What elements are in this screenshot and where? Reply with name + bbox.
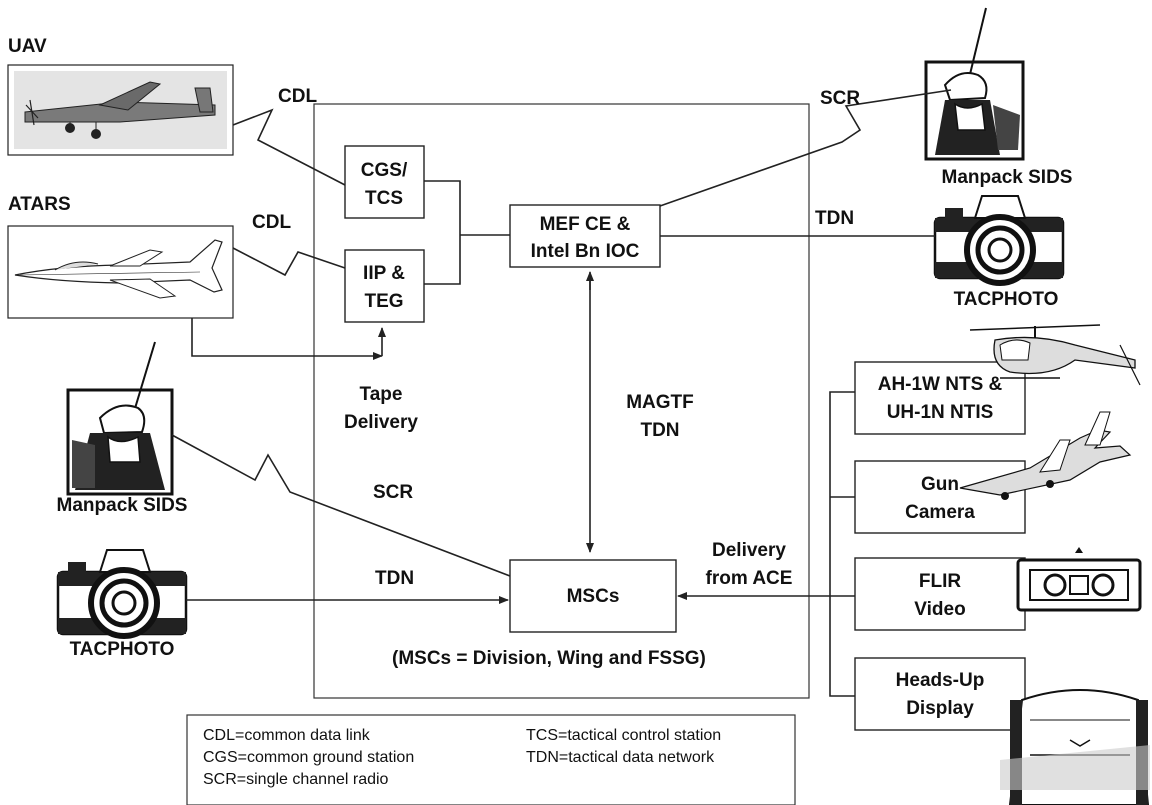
legend-scr: SCR=single channel radio	[203, 771, 389, 788]
tdn-left-label: TDN	[375, 568, 414, 589]
flir-line1: FLIR	[919, 571, 961, 592]
atars-cdl-link	[232, 247, 346, 277]
camera-icon	[933, 195, 1065, 286]
heads-up-display-box: Heads-Up Display	[854, 657, 1026, 731]
scr-left-link	[171, 434, 511, 577]
soldier-figure-icon	[72, 341, 165, 490]
cgs-line2: TCS	[365, 188, 403, 209]
ah1w-line1: AH-1W NTS &	[878, 374, 1003, 395]
legend-cdl: CDL=common data link	[203, 727, 371, 744]
scr-left-label: SCR	[373, 482, 413, 503]
connectors	[171, 89, 952, 697]
videotape-icon	[1016, 547, 1142, 612]
magtf-label-1: MAGTF	[626, 392, 694, 413]
mscs-note: (MSCs = Division, Wing and FSSG)	[392, 648, 706, 669]
ah1w-line2: UH-1N NTIS	[887, 402, 994, 423]
ace-bracket	[829, 391, 855, 697]
ace-label-2: from ACE	[706, 568, 793, 589]
hud-line2: Display	[906, 698, 974, 719]
cdl-mid-label: CDL	[252, 212, 291, 233]
ace-label-1: Delivery	[712, 540, 786, 561]
tdn-top-label: TDN	[815, 208, 854, 229]
iip-teg-box: IIP & TEG	[344, 249, 425, 323]
iip-line2: TEG	[364, 291, 403, 312]
iip-line1: IIP &	[363, 263, 405, 284]
legend-tcs: TCS=tactical control station	[526, 727, 721, 744]
magtf-label-2: TDN	[640, 420, 679, 441]
scr-top-label: SCR	[820, 88, 860, 109]
main-frame	[313, 103, 810, 699]
fighter-jet-icon	[959, 411, 1132, 500]
atars-source: ATARS	[7, 194, 234, 319]
mef-line2: Intel Bn IOC	[531, 241, 640, 262]
manpack-sids-top: Manpack SIDS	[924, 7, 1073, 188]
mef-ce-box: MEF CE & Intel Bn IOC	[509, 204, 661, 268]
legend-cgs: CGS=common ground station	[203, 749, 414, 766]
cgs-tcs-box: CGS/ TCS	[344, 145, 425, 219]
atars-jet-icon	[14, 239, 223, 299]
tape-label-2: Delivery	[344, 412, 418, 433]
uav-source: UAV	[7, 36, 234, 156]
gun-line1: Gun	[921, 474, 959, 495]
cgs-bracket	[424, 180, 461, 285]
flir-video-box: FLIR Video	[854, 557, 1026, 631]
mef-line1: MEF CE &	[540, 214, 631, 235]
cgs-line1: CGS/	[361, 160, 408, 181]
atars-label: ATARS	[8, 194, 71, 215]
hud-cockpit-icon	[1000, 689, 1150, 805]
ah1w-box: AH-1W NTS & UH-1N NTIS	[854, 361, 1026, 435]
legend: CDL=common data link TCS=tactical contro…	[186, 714, 796, 805]
gun-camera-box: Gun Camera	[854, 460, 1026, 534]
gun-line2: Camera	[905, 502, 975, 523]
manpack-left-label: Manpack SIDS	[57, 495, 188, 516]
hud-line1: Heads-Up	[896, 670, 985, 691]
camera-icon	[56, 549, 188, 639]
tape-label-1: Tape	[360, 384, 403, 405]
scr-top-link	[659, 89, 952, 207]
mscs-box: MSCs	[509, 559, 677, 633]
helicopter-icon	[969, 324, 1141, 386]
tape-delivery-path	[191, 318, 383, 360]
tacphoto-left: TACPHOTO	[56, 549, 188, 660]
tacphoto-left-label: TACPHOTO	[70, 639, 175, 660]
flir-line2: Video	[914, 599, 965, 620]
uav-label: UAV	[8, 36, 47, 57]
uav-aircraft-icon	[14, 71, 227, 149]
cdl-top-label: CDL	[278, 86, 317, 107]
soldier-figure-icon	[935, 7, 1020, 155]
tacphoto-top: TACPHOTO	[933, 195, 1065, 310]
tacphoto-top-label: TACPHOTO	[954, 289, 1059, 310]
mscs-label: MSCs	[567, 586, 620, 607]
manpack-sids-left: Manpack SIDS	[57, 341, 188, 516]
legend-tdn: TDN=tactical data network	[526, 749, 715, 766]
manpack-top-label: Manpack SIDS	[942, 167, 1073, 188]
uav-cdl-link	[232, 108, 346, 186]
